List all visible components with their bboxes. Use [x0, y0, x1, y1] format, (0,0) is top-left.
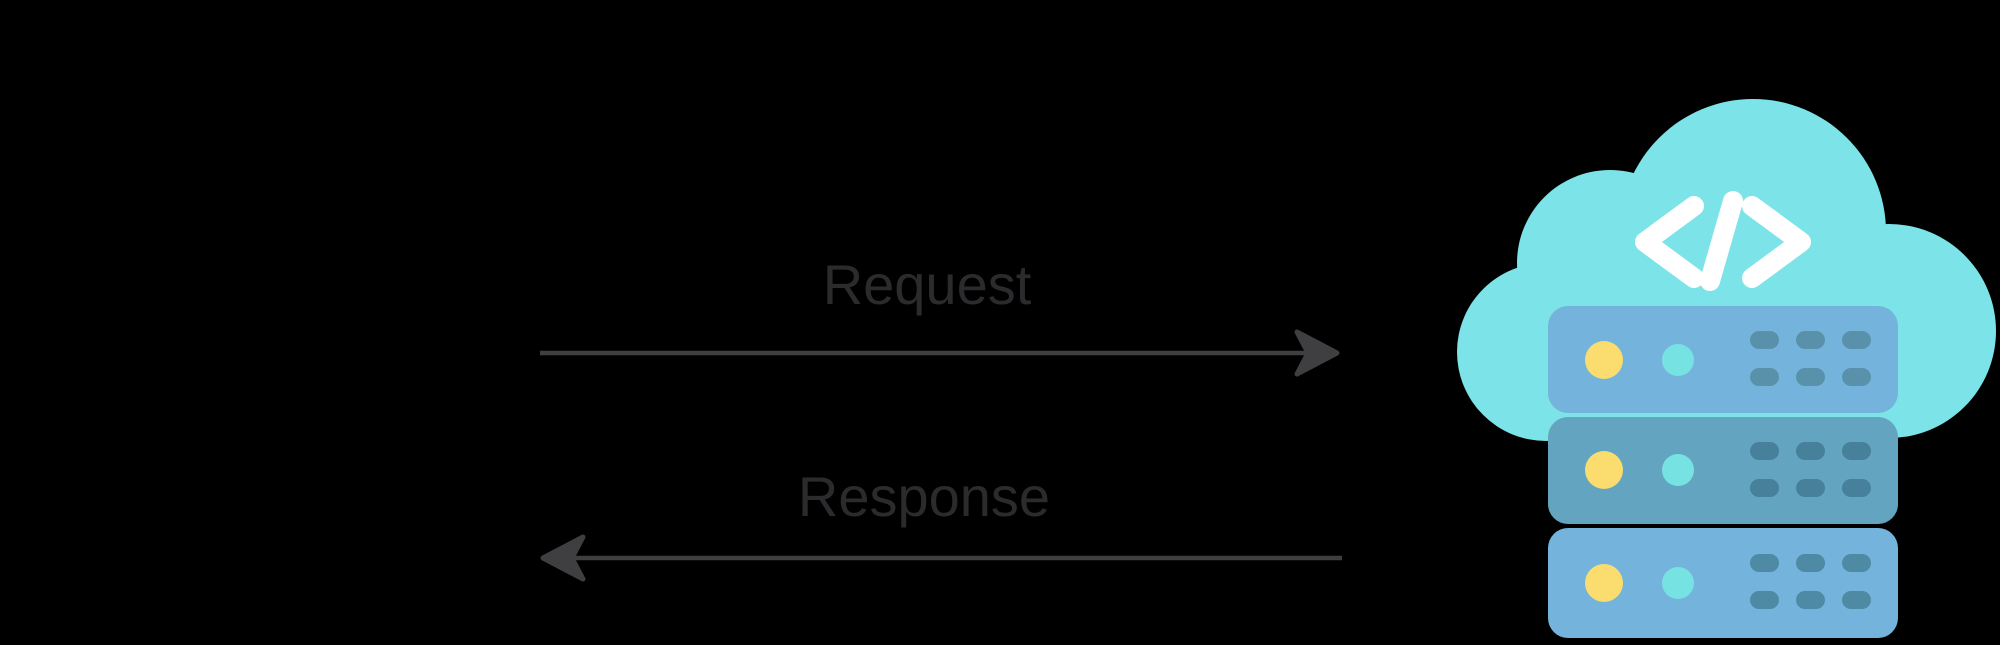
request-arrow [540, 329, 1340, 377]
request-arrowhead-icon [1294, 329, 1340, 377]
vent-hole [1796, 331, 1825, 349]
request-label: Request [823, 253, 1032, 316]
response-arrowhead-icon [540, 534, 586, 582]
code-left-chevron-icon [1635, 196, 1704, 288]
vent-hole [1842, 442, 1871, 460]
code-slash-icon [1700, 191, 1743, 291]
led-yellow [1585, 341, 1623, 379]
vent-hole [1796, 442, 1825, 460]
vent-hole [1842, 554, 1871, 572]
vent-hole [1750, 554, 1779, 572]
code-right-chevron-icon [1742, 196, 1811, 288]
response-label: Response [798, 465, 1050, 528]
vent-grid [1750, 554, 1871, 609]
vent-hole [1842, 591, 1871, 609]
vent-hole [1750, 442, 1779, 460]
vent-hole [1796, 554, 1825, 572]
vent-hole [1750, 591, 1779, 609]
vent-hole [1796, 591, 1825, 609]
led-teal [1662, 567, 1694, 599]
led-teal [1662, 344, 1694, 376]
led-yellow [1585, 451, 1623, 489]
vent-hole [1842, 331, 1871, 349]
vent-hole [1842, 479, 1871, 497]
vent-hole [1842, 368, 1871, 386]
vent-hole [1796, 479, 1825, 497]
server-rack-top [1548, 306, 1898, 413]
cloud-server-icon [1457, 99, 1996, 638]
code-icon [1635, 191, 1811, 291]
vent-grid [1750, 331, 1871, 386]
server-rack-bottom [1548, 528, 1898, 638]
response-arrow [540, 534, 1342, 582]
server-rack-middle [1548, 417, 1898, 524]
vent-hole [1750, 331, 1779, 349]
vent-hole [1750, 479, 1779, 497]
vent-hole [1750, 368, 1779, 386]
led-teal [1662, 454, 1694, 486]
vent-grid [1750, 442, 1871, 497]
led-yellow [1585, 564, 1623, 602]
vent-hole [1796, 368, 1825, 386]
